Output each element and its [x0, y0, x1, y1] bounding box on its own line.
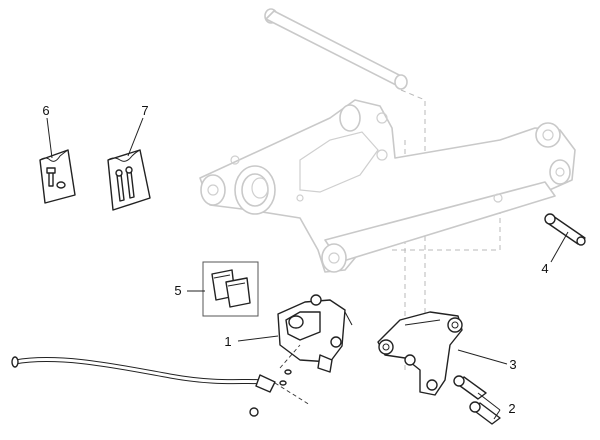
swingarm-icon	[199, 99, 576, 273]
brake-caliper-icon	[277, 294, 353, 373]
screws-icon	[453, 375, 501, 425]
callout-2: 2	[508, 401, 515, 416]
leader-lines	[46, 117, 569, 420]
brake-pads-icon	[202, 261, 259, 317]
callout-5: 5	[174, 283, 181, 298]
callout-6: 6	[42, 103, 49, 118]
axle-icon	[264, 8, 408, 90]
callout-7: 7	[141, 103, 148, 118]
kit-bag-icon	[107, 149, 151, 211]
pin-icon	[544, 213, 586, 246]
callout-1: 1	[224, 334, 231, 349]
callout-4: 4	[541, 261, 548, 276]
brake-hose-icon	[11, 344, 311, 417]
kit-bag-icon	[39, 149, 76, 204]
callout-3: 3	[509, 357, 516, 372]
caliper-bracket-icon	[377, 311, 463, 396]
